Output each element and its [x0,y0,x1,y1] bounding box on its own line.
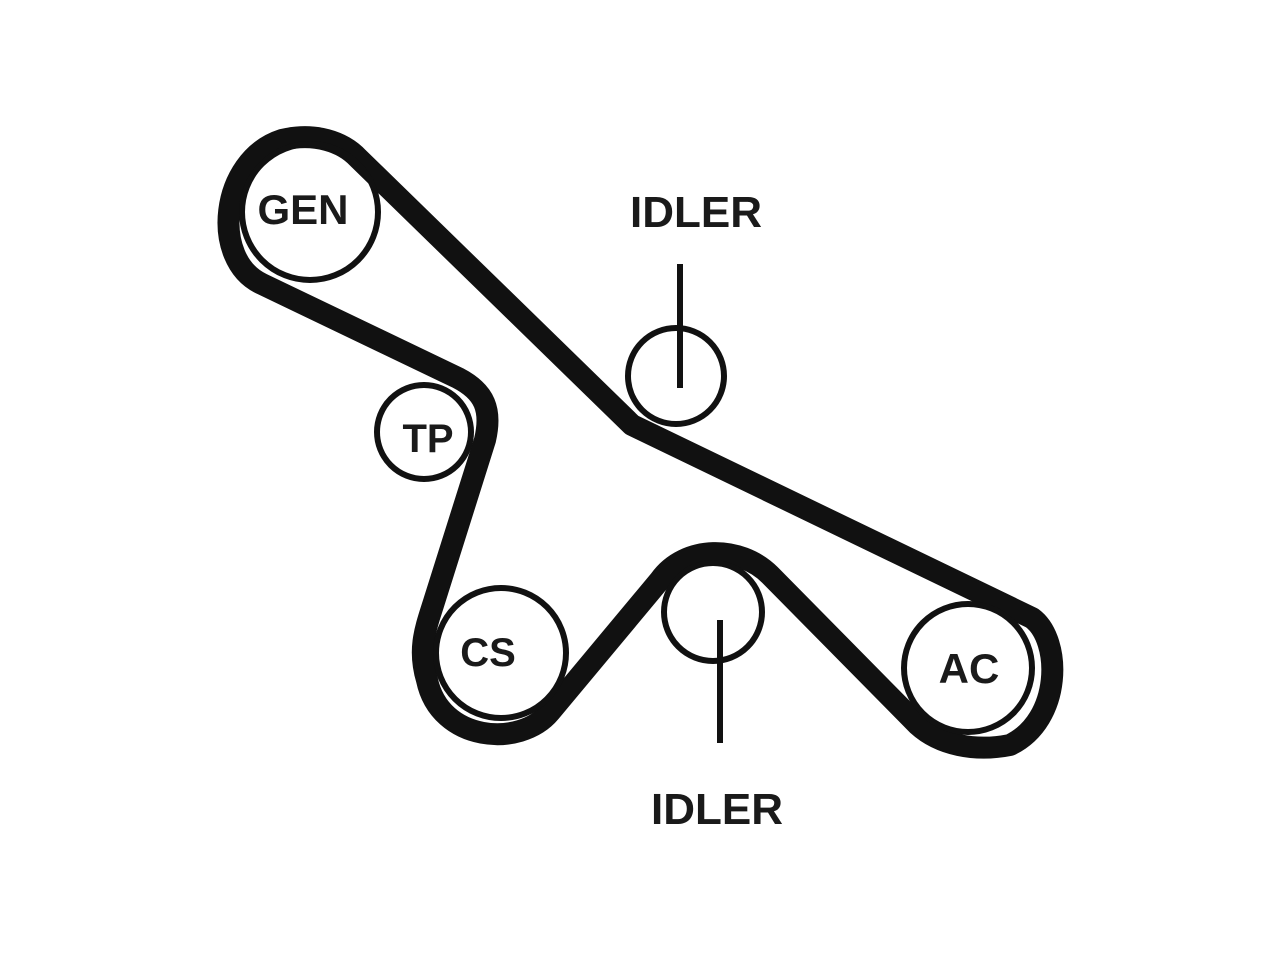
pulley-tp [374,382,474,482]
label-cs: CS [460,631,516,675]
pulley-gen [239,141,381,283]
serpentine-belt [217,126,1064,759]
pulley-ac [901,601,1035,735]
label-ac: AC [939,645,1000,692]
label-tp: TP [402,417,453,461]
label-gen: GEN [257,186,348,233]
pulley-idler-top [625,325,727,427]
pulley-idler-bottom [661,560,765,664]
label-idler-top: IDLER [630,188,762,237]
pulley-cs [433,585,569,721]
label-idler-bottom: IDLER [651,785,783,834]
